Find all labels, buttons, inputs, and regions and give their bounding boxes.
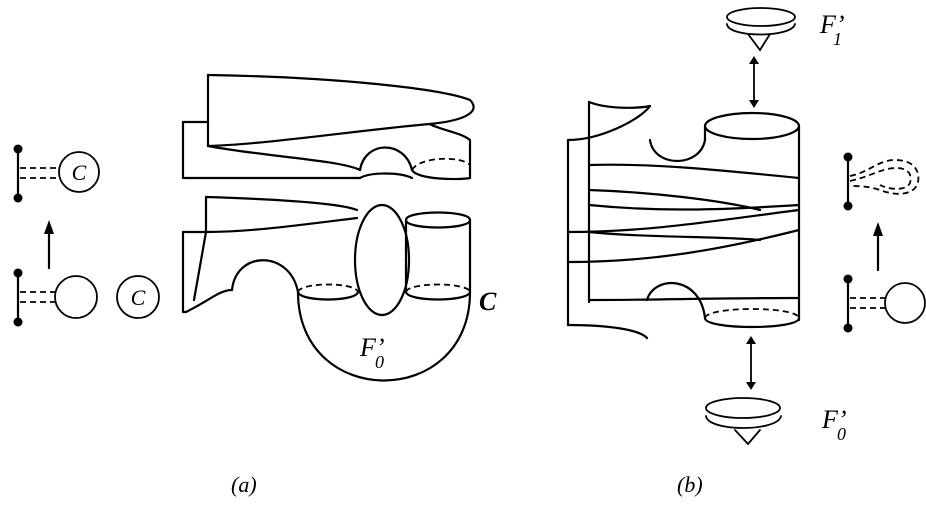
endpoint-dot (14, 194, 23, 203)
endpoint-dot (14, 145, 23, 154)
arrow-head (749, 56, 759, 64)
label-c: C (131, 285, 146, 310)
hidden-edge (412, 159, 470, 170)
ring-top-outer (727, 8, 795, 26)
notch-top (360, 148, 412, 171)
arrow-head (746, 382, 756, 390)
surface-edge (208, 75, 474, 146)
endpoint-dot (14, 318, 23, 327)
endpoint-dot (844, 275, 853, 284)
surface-edge (183, 232, 186, 312)
surface-edge (568, 325, 647, 338)
band-edge (589, 205, 799, 210)
band-edge (568, 230, 799, 262)
hidden-edge (298, 285, 358, 293)
panel-b-arrow-up (873, 222, 883, 270)
label-c-surface: C (479, 287, 497, 316)
notch-arch (232, 260, 298, 292)
label-f1-sub: 1 (833, 29, 842, 49)
panel-b-double-arrow-bottom (746, 336, 756, 390)
caption-a: (a) (231, 472, 257, 497)
endpoint-dot (844, 153, 853, 162)
surface-edge (186, 290, 232, 312)
cylinder-top (406, 220, 470, 228)
caption-b: (b) (677, 472, 703, 497)
notch-top (650, 140, 705, 161)
label-f0-b-sub: 0 (837, 424, 846, 444)
panel-a-labels: C F’ 0 (a) (231, 287, 497, 497)
label-f0-a-sub: 0 (375, 352, 384, 372)
panel-a-surface (183, 75, 474, 381)
surface-edge (589, 102, 650, 108)
panel-a-schematic-top: C (14, 145, 100, 203)
cylinder-bottom-front (705, 318, 799, 327)
panel-b-ring-top: F’ 1 (727, 8, 845, 50)
panel-b-schematic-bottom (844, 275, 926, 333)
cylinder-top (406, 213, 470, 221)
surface-edge (430, 124, 470, 178)
surface-edge (568, 106, 650, 140)
panel-a-schematic-bottom: C (14, 269, 160, 327)
circle-front (406, 292, 470, 300)
hidden-edge (406, 285, 470, 293)
label-c: C (72, 160, 87, 185)
arrow-head (746, 336, 756, 344)
fold-edge (194, 232, 206, 300)
band-edge (589, 165, 799, 178)
endpoint-dot (844, 324, 853, 333)
arrow-head (749, 100, 759, 108)
panel-a-arrow-up (44, 220, 54, 268)
endpoint-dot (14, 269, 23, 278)
panel-b-double-arrow-top (749, 56, 759, 108)
ring-cut (735, 430, 760, 444)
arrow-head (44, 220, 54, 234)
central-tube (355, 205, 409, 315)
panel-b-schematic-top (844, 153, 919, 211)
endpoint-dot (844, 202, 853, 211)
hidden-edge (705, 309, 799, 318)
circle-front (298, 292, 358, 300)
band-edge (589, 298, 799, 300)
band-edge (568, 210, 799, 232)
arrow-head (873, 222, 883, 236)
surface-edge (183, 122, 360, 178)
surface-edge (183, 218, 357, 232)
circle (55, 276, 97, 318)
ring-cut (748, 34, 770, 50)
band-edge (589, 232, 760, 240)
cylinder-top-ellipse (705, 113, 799, 139)
surface-edge (412, 170, 470, 179)
panel-b-ring-bottom: F’ 0 (706, 398, 847, 444)
panel-b-surface (568, 102, 799, 338)
dashed-loop (850, 160, 918, 194)
ring-bottom-outer (706, 398, 780, 418)
circle (885, 283, 925, 323)
surface-edge (208, 146, 360, 170)
surface-edge (206, 197, 357, 210)
surface-edge (360, 174, 412, 179)
